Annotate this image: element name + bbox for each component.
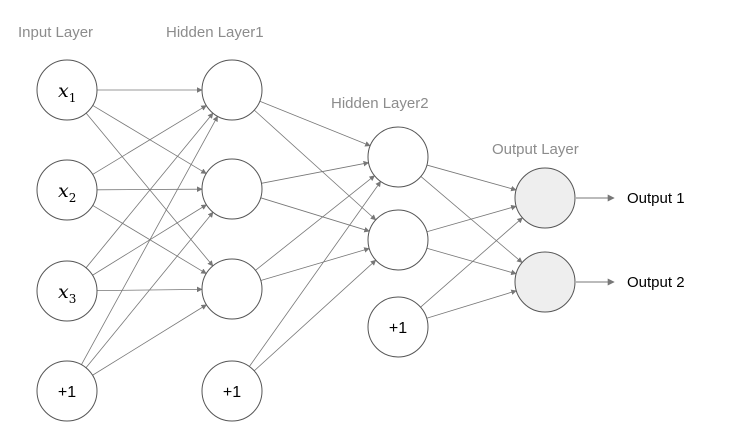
input-layer-title: Input Layer xyxy=(18,24,93,41)
input-subscript: 1 xyxy=(69,91,77,105)
edge-hidden2-to-output xyxy=(426,247,517,276)
input-node-x1: x1 xyxy=(36,59,98,121)
input-node-x3: x3 xyxy=(36,260,98,322)
output-node-2 xyxy=(514,251,576,313)
svg-text:x2: x2 xyxy=(58,180,76,205)
hidden-layer1-title: Hidden Layer1 xyxy=(166,24,264,41)
edge-hidden2-to-output xyxy=(426,204,517,233)
edge-input-to-hidden1 xyxy=(92,304,207,376)
input-node-x2: x2 xyxy=(36,159,98,221)
edge-hidden1-to-hidden2 xyxy=(259,100,371,147)
output-layer-title: Output Layer xyxy=(492,141,579,158)
input-var: x xyxy=(58,180,69,202)
edge-hidden1-to-hidden2 xyxy=(260,197,370,233)
hidden2-bias-node: +1 xyxy=(367,296,429,358)
edge-input-to-hidden1 xyxy=(92,105,207,174)
hidden-layer2-title: Hidden Layer2 xyxy=(331,95,429,112)
hidden1-node-1 xyxy=(201,59,263,121)
connections xyxy=(81,87,523,376)
input-subscript: 2 xyxy=(69,191,77,205)
input-bias-label: +1 xyxy=(58,384,76,401)
svg-text:x3: x3 xyxy=(58,281,76,306)
edge-hidden1-to-hidden2 xyxy=(255,175,375,271)
hidden1-node-2 xyxy=(201,158,263,220)
output-node-1 xyxy=(514,167,576,229)
hidden1-bias-node: +1 xyxy=(201,360,263,422)
edge-hidden1-to-hidden2 xyxy=(249,181,381,367)
edge-input-to-hidden1 xyxy=(81,115,218,365)
hidden2-node-2 xyxy=(367,209,429,271)
edge-input-to-hidden1 xyxy=(85,211,214,369)
hidden2-node-1 xyxy=(367,126,429,188)
edge-input-to-hidden1 xyxy=(96,186,203,193)
output-2-label: Output 2 xyxy=(627,274,685,291)
output-1-label: Output 1 xyxy=(627,190,685,207)
input-var: x xyxy=(58,281,69,303)
input-subscript: 3 xyxy=(69,292,77,306)
input-bias-node: +1 xyxy=(36,360,98,422)
hidden1-node-3 xyxy=(201,258,263,320)
input-var: x xyxy=(58,80,69,102)
edge-hidden2-to-output xyxy=(420,217,523,308)
hidden2-bias-label: +1 xyxy=(389,320,407,337)
edge-input-to-hidden1 xyxy=(92,105,207,175)
edge-hidden1-to-hidden2 xyxy=(253,109,377,221)
svg-text:x1: x1 xyxy=(58,80,76,105)
edge-hidden2-to-output xyxy=(420,176,523,263)
edge-hidden2-to-output xyxy=(426,164,517,192)
edge-hidden2-to-output xyxy=(426,289,517,319)
edge-hidden1-to-hidden2 xyxy=(260,247,370,281)
edge-input-to-hidden1 xyxy=(92,205,207,274)
edge-hidden1-to-hidden2 xyxy=(261,160,370,184)
edge-input-to-hidden1 xyxy=(85,112,214,269)
hidden1-bias-label: +1 xyxy=(223,384,241,401)
edge-hidden1-to-hidden2 xyxy=(253,259,377,372)
